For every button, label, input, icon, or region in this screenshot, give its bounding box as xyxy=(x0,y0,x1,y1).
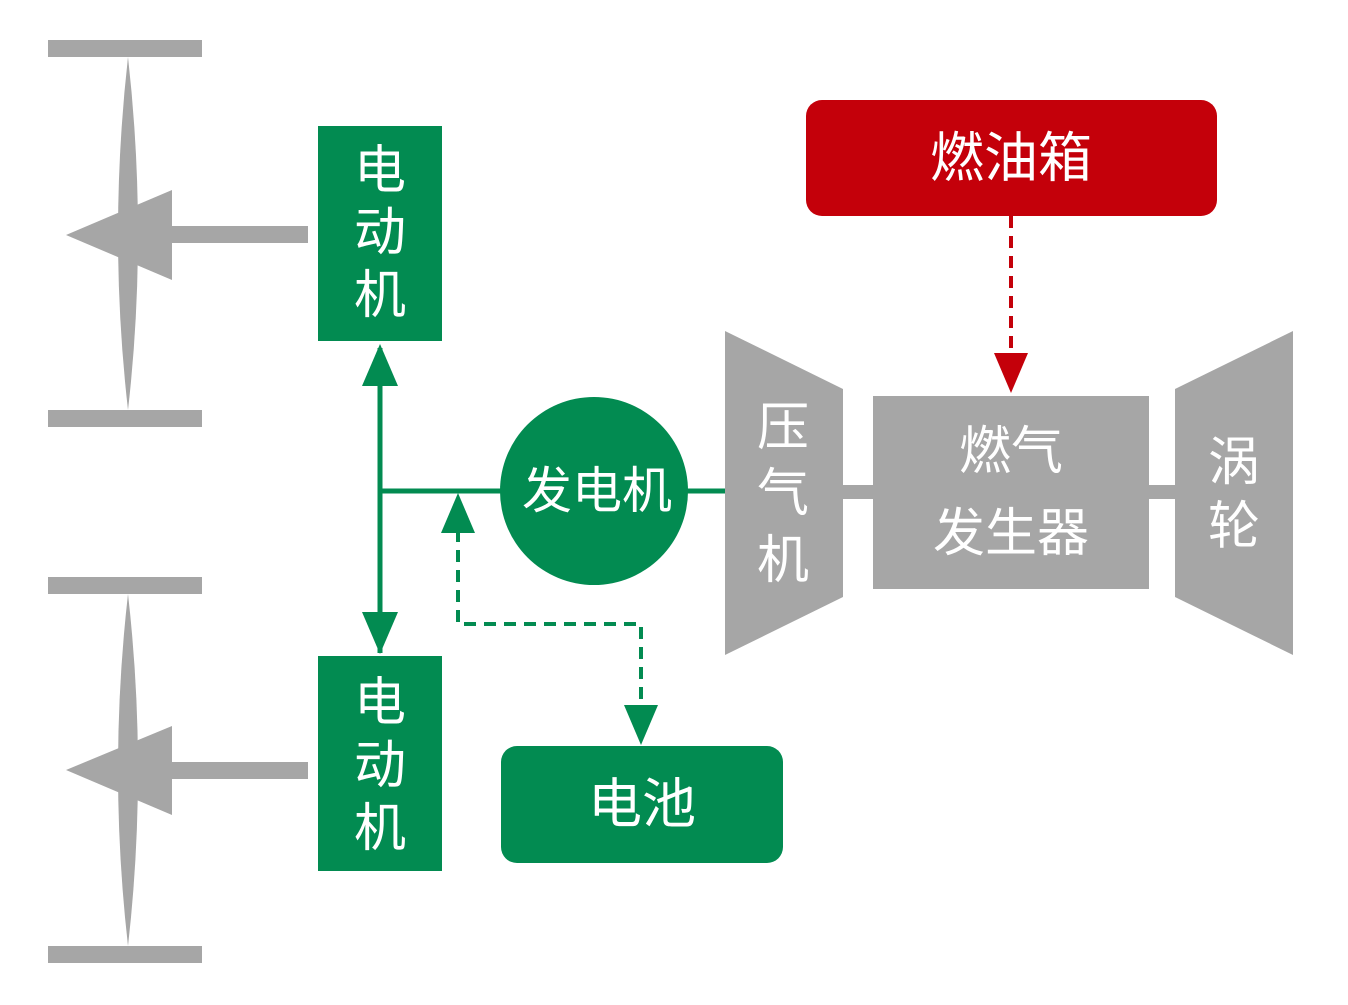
arrow-to-bus xyxy=(441,493,475,533)
propeller-top xyxy=(48,40,308,427)
fuel-tank-box xyxy=(806,100,1217,216)
generator-label: 发电机 xyxy=(522,462,672,520)
turbine-shape xyxy=(1175,331,1293,655)
battery-box xyxy=(501,746,783,863)
turbine-label-1: 涡 xyxy=(1208,433,1260,493)
fuel-tank-label: 燃油箱 xyxy=(930,127,1092,190)
arrow-to-motor-top xyxy=(362,344,398,386)
motor-top: 电 动 机 xyxy=(318,126,442,341)
propeller-bottom-upper-cap xyxy=(48,577,202,594)
motor-bottom-box xyxy=(318,656,442,871)
compressor-label-3: 机 xyxy=(757,531,809,591)
compressor-label-2: 气 xyxy=(757,464,809,524)
propeller-top-shaft xyxy=(150,226,308,243)
propeller-top-hub xyxy=(66,190,172,280)
arrow-to-battery xyxy=(624,705,658,745)
generator-circle xyxy=(500,397,688,585)
gas-generator-box xyxy=(873,396,1149,589)
motor-bottom: 电 动 机 xyxy=(318,656,442,871)
motor-top-box xyxy=(318,126,442,341)
motor-bottom-label-3: 机 xyxy=(354,799,406,859)
shaft-compressor-generator xyxy=(843,485,875,499)
propeller-bottom-lower-cap xyxy=(48,946,202,963)
generator: 发电机 xyxy=(500,397,688,585)
battery-label: 电池 xyxy=(588,773,696,836)
shaft-generator-turbine xyxy=(1149,485,1177,499)
propeller-top-lower-cap xyxy=(48,410,202,427)
propeller-bottom xyxy=(48,577,308,963)
turbine-label-2: 轮 xyxy=(1208,497,1260,557)
arrow-to-gas-generator xyxy=(994,353,1028,393)
compressor-shape xyxy=(725,331,843,655)
motor-top-label-2: 动 xyxy=(354,203,406,263)
motor-top-label-1: 电 xyxy=(354,141,406,201)
gas-generator-label-1: 燃气 xyxy=(959,422,1063,482)
motor-bottom-label-2: 动 xyxy=(354,736,406,796)
battery: 电池 xyxy=(501,746,783,863)
propeller-bottom-shaft xyxy=(150,762,308,779)
motor-bottom-label-1: 电 xyxy=(354,673,406,733)
compressor-label-1: 压 xyxy=(757,398,809,458)
gas-turbine: 压 气 机 燃气 发生器 涡 轮 xyxy=(725,331,1293,655)
battery-dashed-link xyxy=(456,530,643,710)
gas-generator-label-2: 发生器 xyxy=(933,504,1089,564)
propeller-bottom-hub xyxy=(66,726,172,815)
arrow-to-motor-bottom xyxy=(362,612,398,654)
propeller-top-upper-cap xyxy=(48,40,202,57)
motor-top-label-3: 机 xyxy=(354,266,406,326)
fuel-tank: 燃油箱 xyxy=(806,100,1217,393)
